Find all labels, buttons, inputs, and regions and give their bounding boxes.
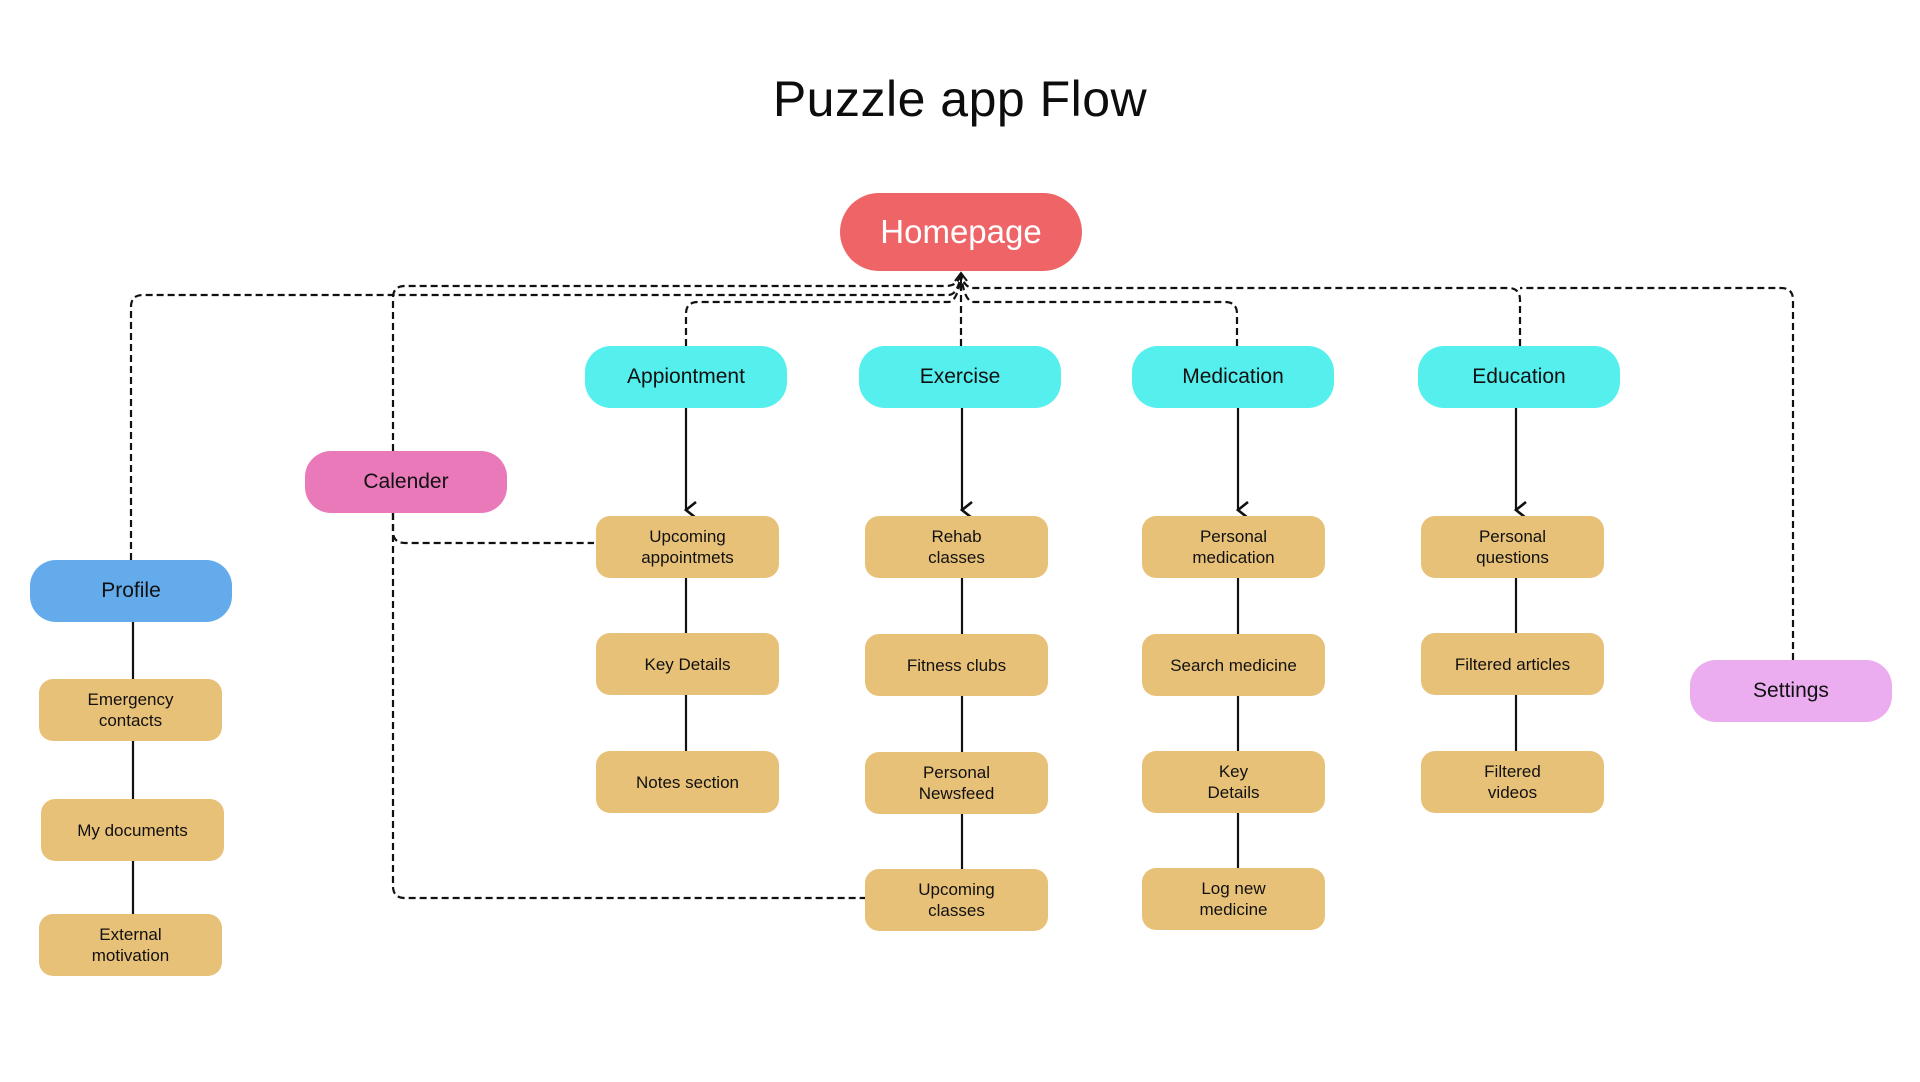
exercise-child-rehab-classes[interactable]: Rehab classes [865, 516, 1048, 578]
dashed-link-medication-home [959, 273, 1239, 346]
dashed-link-education-home [959, 273, 1522, 346]
calendar-label: Calender [363, 470, 449, 493]
subpage-label: Notes section [636, 772, 739, 792]
subpage-label: Personal questions [1476, 527, 1549, 567]
dashed-link-profile-home [129, 273, 963, 560]
subpage-label: Log new medicine [1199, 879, 1268, 919]
diagram-title: Puzzle app Flow [772, 71, 1148, 127]
subpage-label: Emergency contacts [87, 690, 174, 730]
profile-child-external-motivation[interactable]: External motivation [39, 914, 222, 976]
medication-child-key-details[interactable]: Key Details [1142, 751, 1325, 813]
profile-child-my-documents[interactable]: My documents [41, 799, 224, 861]
education-child-filtered-videos[interactable]: Filtered videos [1421, 751, 1604, 813]
education-child-personal-questions[interactable]: Personal questions [1421, 516, 1604, 578]
appointment-child-notes-section[interactable]: Notes section [596, 751, 779, 813]
section-exercise[interactable]: Exercise [859, 346, 1061, 408]
medication-child-log-new-medicine[interactable]: Log new medicine [1142, 868, 1325, 930]
calendar-node[interactable]: Calender [305, 451, 507, 513]
medication-child-personal-medication[interactable]: Personal medication [1142, 516, 1325, 578]
subpage-label: External motivation [91, 925, 170, 965]
settings-node[interactable]: Settings [1690, 660, 1892, 722]
dashed-link-settings-home [1520, 286, 1795, 660]
subpage-label: My documents [77, 820, 188, 840]
section-label: Appiontment [627, 365, 745, 388]
medication-child-search-medicine[interactable]: Search medicine [1142, 634, 1325, 696]
section-label: Exercise [919, 365, 1001, 388]
section-label: Medication [1182, 365, 1284, 388]
exercise-child-fitness-clubs[interactable]: Fitness clubs [865, 634, 1048, 696]
exercise-child-personal-newsfeed[interactable]: Personal Newsfeed [865, 752, 1048, 814]
appointment-child-upcoming-appointments[interactable]: Upcoming appointmets [596, 516, 779, 578]
section-appointment[interactable]: Appiontment [585, 346, 787, 408]
dashed-link-appointment-home [684, 273, 963, 346]
subpage-label: Upcoming appointmets [641, 527, 734, 567]
section-education[interactable]: Education [1418, 346, 1620, 408]
settings-label: Settings [1753, 679, 1829, 702]
subpage-label: Key Details [644, 654, 731, 674]
subpage-label: Rehab classes [928, 527, 985, 567]
subpage-label: Fitness clubs [906, 655, 1007, 675]
subpage-label: Upcoming classes [918, 880, 995, 920]
profile-child-emergency-contacts[interactable]: Emergency contacts [39, 679, 222, 741]
homepage-node[interactable]: Homepage [840, 193, 1082, 271]
education-child-filtered-articles[interactable]: Filtered articles [1421, 633, 1604, 695]
section-medication[interactable]: Medication [1132, 346, 1334, 408]
section-label: Education [1472, 365, 1566, 388]
exercise-child-upcoming-classes[interactable]: Upcoming classes [865, 869, 1048, 931]
homepage-label: Homepage [880, 213, 1042, 250]
dashed-link-calendar-upcoming-appointments [391, 513, 594, 545]
profile-label: Profile [101, 579, 161, 602]
subpage-label: Personal Newsfeed [918, 763, 995, 803]
appointment-child-key-details[interactable]: Key Details [596, 633, 779, 695]
subpage-label: Personal medication [1192, 527, 1275, 567]
subpage-label: Filtered videos [1484, 762, 1541, 802]
subpage-label: Key Details [1207, 762, 1260, 802]
profile-node[interactable]: Profile [30, 560, 232, 622]
subpage-label: Search medicine [1170, 655, 1297, 675]
subpage-label: Filtered articles [1454, 654, 1571, 674]
